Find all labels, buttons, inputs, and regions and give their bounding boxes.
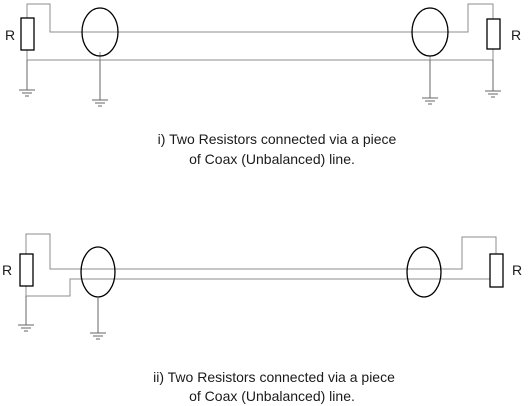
ground-symbol bbox=[92, 60, 108, 107]
wiring bbox=[26, 3, 494, 61]
resistor-right-label: R bbox=[511, 27, 521, 43]
resistor-right-label: R bbox=[512, 262, 522, 278]
ground-symbol bbox=[18, 296, 34, 332]
coax-end-left bbox=[81, 7, 119, 57]
ground-symbol bbox=[422, 60, 438, 105]
resistor-right bbox=[486, 18, 501, 50]
coax-end-right bbox=[411, 7, 449, 57]
ground-symbol bbox=[19, 60, 35, 97]
resistor-right bbox=[489, 253, 504, 288]
resistor-left bbox=[19, 253, 34, 287]
wiring bbox=[25, 233, 497, 297]
resistor-left bbox=[20, 17, 35, 51]
ground-symbol bbox=[90, 297, 106, 340]
caption-line-1: ii) Two Resistors connected via a piece bbox=[153, 369, 395, 385]
resistor-left-label: R bbox=[2, 262, 12, 278]
ground-symbol bbox=[485, 60, 501, 98]
coax-end-right bbox=[406, 246, 442, 298]
resistor-left-label: R bbox=[5, 27, 15, 43]
caption-line-2: of Coax (Unbalanced) line. bbox=[189, 388, 355, 404]
coax-end-left bbox=[80, 246, 116, 298]
caption-line-1: i) Two Resistors connected via a piece bbox=[158, 131, 397, 147]
diagram-i: R R i) Two Resistors connected via a pie… bbox=[5, 3, 521, 167]
caption-line-2: of Coax (Unbalanced) line. bbox=[189, 151, 355, 167]
diagram-ii: R R ii) Two Resistors connected via a pi… bbox=[2, 233, 522, 404]
